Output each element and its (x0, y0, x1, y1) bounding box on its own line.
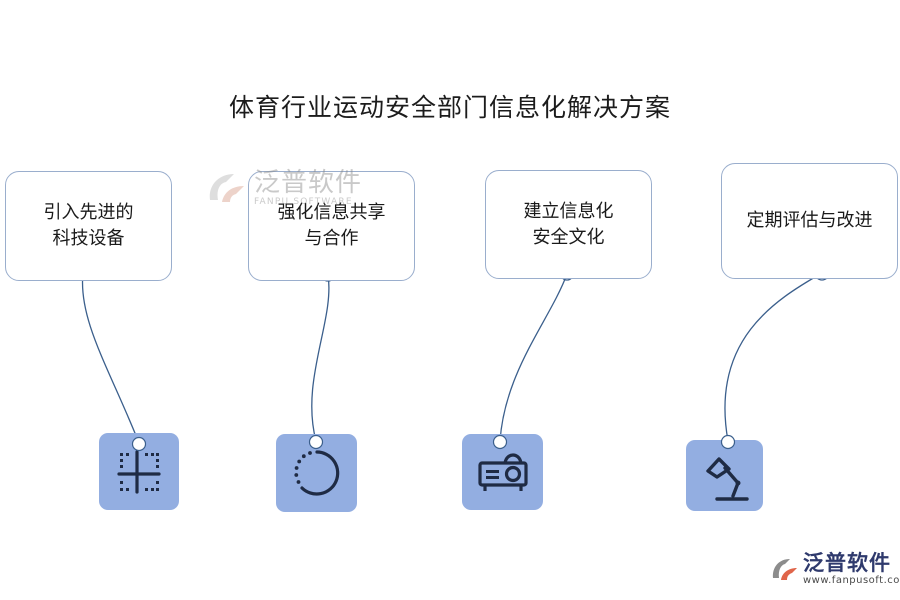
fanpu-logo-icon (209, 174, 244, 202)
fanpu-brand-icon (772, 559, 797, 580)
watermark-en: FANPU SOFTWARE (254, 197, 353, 207)
desk-lamp-icon (705, 456, 749, 501)
watermark-logo: 泛普软件 FANPU SOFTWARE (204, 168, 362, 208)
brand-watermark: 泛普软件 www.fanpusoft.com (770, 552, 900, 586)
step-box-3: 建立信息化 安全文化 (485, 170, 652, 279)
brand-url: www.fanpusoft.com (803, 575, 900, 586)
step-icon-tile-1 (99, 433, 179, 510)
step-icon-tile-2 (276, 434, 357, 512)
connector-line-4 (724, 272, 823, 442)
brand-name: 泛普软件 (803, 551, 891, 575)
page-title: 体育行业运动安全部门信息化解决方案 (228, 93, 671, 122)
step-icon-tile-3 (462, 434, 543, 510)
connector-line-3 (499, 273, 568, 442)
watermark-cn: 泛普软件 (254, 168, 363, 198)
connector-line-2 (311, 274, 330, 442)
step-icon-tile-4 (686, 440, 763, 511)
step-label-1: 引入先进的 科技设备 (43, 202, 134, 249)
step-box-1: 引入先进的 科技设备 (5, 171, 172, 281)
step-label-4: 定期评估与改进 (746, 210, 873, 231)
step-label-3: 建立信息化 安全文化 (523, 200, 614, 248)
grid-icon (117, 449, 161, 494)
circle-progress-icon (293, 450, 339, 496)
step-label-2: 强化信息共享 与合作 (277, 202, 386, 249)
connector-line-1 (81, 272, 140, 444)
step-box-4: 定期评估与改进 (721, 163, 898, 279)
step-box-2: 强化信息共享 与合作 (248, 171, 415, 281)
projector-icon (477, 453, 528, 491)
